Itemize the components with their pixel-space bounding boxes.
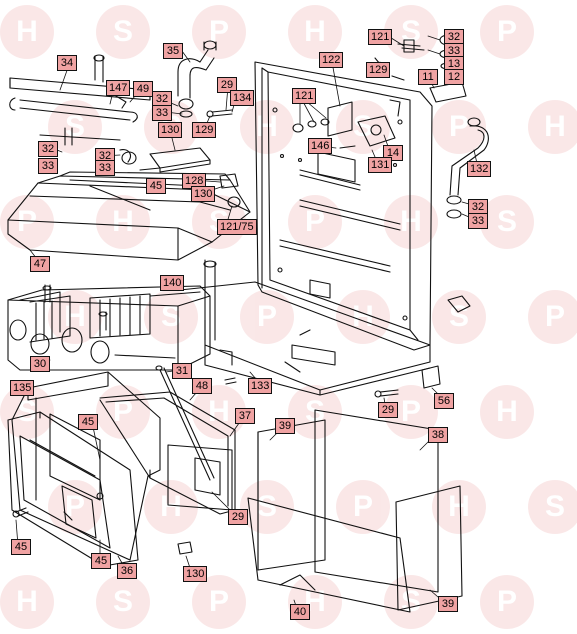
watermark-logo: P: [192, 5, 246, 59]
callout-140[interactable]: 140: [160, 275, 185, 291]
callout-29[interactable]: 29: [378, 402, 398, 418]
center-small-parts: [115, 95, 241, 208]
callout-49[interactable]: 49: [133, 81, 153, 97]
callout-132[interactable]: 132: [467, 161, 492, 177]
callout-129[interactable]: 129: [192, 122, 217, 138]
leader-lines: [15, 35, 479, 613]
callout-146[interactable]: 146: [308, 138, 333, 154]
watermark-logo: P: [528, 290, 577, 344]
leader-line: [427, 35, 441, 41]
callout-135[interactable]: 135: [10, 380, 35, 396]
insulation-40: [247, 497, 411, 613]
watermark-logo: P: [336, 480, 390, 534]
leader-line: [331, 61, 341, 107]
front-panel-36: [7, 411, 139, 567]
rear-panel: [254, 61, 433, 351]
watermark-logo: P: [0, 195, 54, 249]
callout-33[interactable]: 33: [152, 105, 172, 121]
callout-29[interactable]: 29: [217, 77, 237, 93]
callout-122[interactable]: 122: [319, 52, 344, 68]
callout-134[interactable]: 134: [230, 90, 255, 106]
callout-12[interactable]: 12: [444, 69, 464, 85]
watermark-logo: H: [528, 100, 577, 154]
callout-33[interactable]: 33: [444, 43, 464, 59]
callout-133[interactable]: 133: [248, 378, 273, 394]
base-frame: [179, 281, 471, 396]
watermark-logo: S: [96, 575, 150, 629]
heat-exchanger: [7, 284, 211, 371]
watermark-logo: H: [0, 575, 54, 629]
watermark-logo: S: [336, 100, 390, 154]
callout-38[interactable]: 38: [428, 427, 448, 443]
callout-29[interactable]: 29: [228, 509, 248, 525]
pipe-35: [177, 40, 217, 99]
callout-32[interactable]: 32: [38, 141, 58, 157]
callout-40[interactable]: 40: [290, 604, 310, 620]
callout-37[interactable]: 37: [235, 408, 255, 424]
callout-32[interactable]: 32: [444, 29, 464, 45]
watermark-logo: H: [480, 385, 534, 439]
callout-147[interactable]: 147: [106, 80, 131, 96]
watermark-logo: S: [240, 480, 294, 534]
watermark-logo: S: [480, 195, 534, 249]
callout-121-75[interactable]: 121/75: [217, 219, 257, 235]
watermark-logo: S: [528, 480, 577, 534]
leader-line: [427, 49, 441, 55]
callout-130[interactable]: 130: [158, 122, 183, 138]
callout-30[interactable]: 30: [30, 356, 50, 372]
callout-34[interactable]: 34: [57, 55, 77, 71]
watermark-logo: H: [432, 480, 486, 534]
watermark-logo: H: [288, 5, 342, 59]
callout-45[interactable]: 45: [78, 414, 98, 430]
callout-45[interactable]: 45: [91, 553, 111, 569]
watermark-logo: H: [336, 290, 390, 344]
gas-valve-bracket: [292, 99, 401, 149]
watermark-logo: P: [480, 575, 534, 629]
callout-39[interactable]: 39: [275, 418, 295, 434]
callout-11[interactable]: 11: [418, 69, 438, 85]
watermark-logo: P: [240, 290, 294, 344]
callout-121[interactable]: 121: [292, 88, 317, 104]
callout-129[interactable]: 129: [366, 62, 391, 78]
pipe-assembly-34: [9, 54, 151, 165]
watermark-logo: P: [192, 575, 246, 629]
callout-131[interactable]: 131: [368, 157, 393, 173]
watermark-logo: P: [480, 5, 534, 59]
callout-130[interactable]: 130: [183, 566, 208, 582]
callout-33[interactable]: 33: [95, 160, 115, 176]
callout-33[interactable]: 33: [38, 158, 58, 174]
watermark-logo: S: [432, 290, 486, 344]
callout-39[interactable]: 39: [438, 596, 458, 612]
callout-31[interactable]: 31: [172, 363, 192, 379]
side-panel-37: [99, 391, 236, 515]
callout-45[interactable]: 45: [146, 178, 166, 194]
flue-hood: [7, 171, 251, 261]
watermark-logo: P: [432, 100, 486, 154]
callout-33[interactable]: 33: [468, 213, 488, 229]
leader-line: [181, 50, 191, 63]
watermark-logo: H: [0, 5, 54, 59]
bottom-small-parts: [12, 365, 441, 555]
callout-35[interactable]: 35: [163, 43, 183, 59]
watermark-logo: P: [384, 385, 438, 439]
watermark-logo: S: [384, 575, 438, 629]
watermark-logo: H: [96, 195, 150, 249]
callout-48[interactable]: 48: [192, 378, 212, 394]
callout-47[interactable]: 47: [30, 256, 50, 272]
watermark-logo: S: [144, 290, 198, 344]
callout-36[interactable]: 36: [117, 563, 137, 579]
callout-121[interactable]: 121: [368, 29, 393, 45]
pipe-132: [446, 117, 489, 219]
callout-56[interactable]: 56: [434, 393, 454, 409]
callout-130[interactable]: 130: [191, 186, 216, 202]
insulation-39b: [395, 485, 463, 611]
watermark-logo: S: [96, 5, 150, 59]
callout-128[interactable]: 128: [182, 173, 207, 189]
insulation-38: [314, 409, 439, 593]
callout-45[interactable]: 45: [11, 539, 31, 555]
